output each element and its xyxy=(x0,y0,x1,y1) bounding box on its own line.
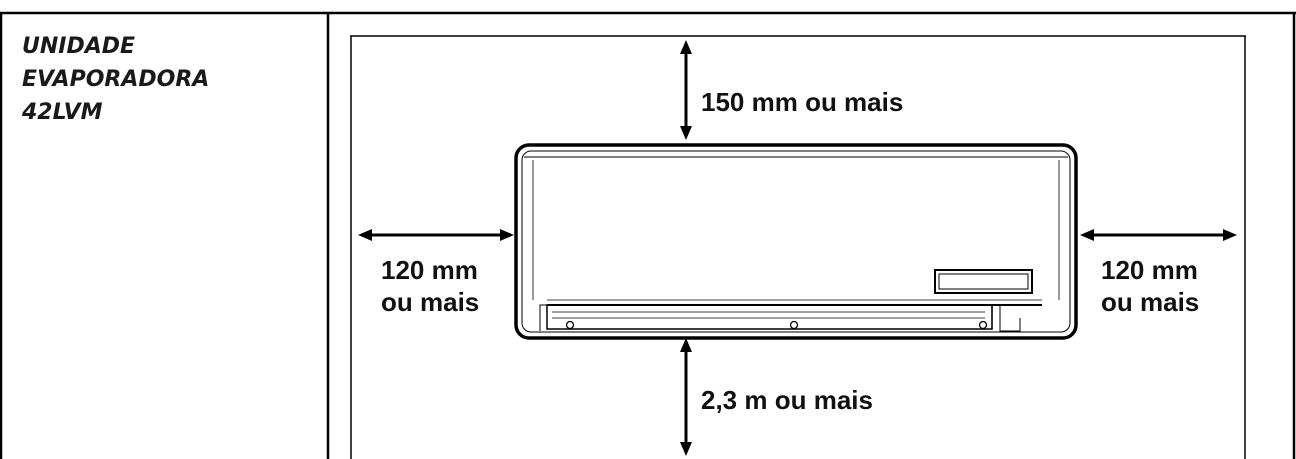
display-panel xyxy=(934,269,1033,294)
air-outlet-louver xyxy=(539,299,1042,332)
top-clearance-label: 150 mm ou mais xyxy=(701,87,904,117)
right-clearance-label: 120 mm ou mais xyxy=(1101,254,1199,318)
right-clearance-line-1: 120 mm xyxy=(1101,255,1198,285)
title-line-2: EVAPORADORA xyxy=(22,67,210,92)
evaporator-unit xyxy=(514,143,1078,340)
arrow-right xyxy=(1080,229,1237,241)
bottom-clearance-label: 2,3 m ou mais xyxy=(701,385,873,415)
left-clearance-line-1: 120 mm xyxy=(381,255,478,285)
arrow-bottom xyxy=(680,338,692,456)
unit-title: UNIDADE EVAPORADORA 42LVM xyxy=(22,30,209,129)
table-borders xyxy=(0,11,1296,459)
wall-outline xyxy=(350,35,1246,459)
right-clearance-line-2: ou mais xyxy=(1101,287,1200,317)
title-line-3: 42LVM xyxy=(22,100,103,125)
left-clearance-label: 120 mm ou mais xyxy=(381,254,479,318)
title-line-1: UNIDADE xyxy=(22,34,136,59)
arrow-left xyxy=(358,229,514,241)
left-clearance-line-2: ou mais xyxy=(381,287,480,317)
arrow-top xyxy=(680,40,692,140)
